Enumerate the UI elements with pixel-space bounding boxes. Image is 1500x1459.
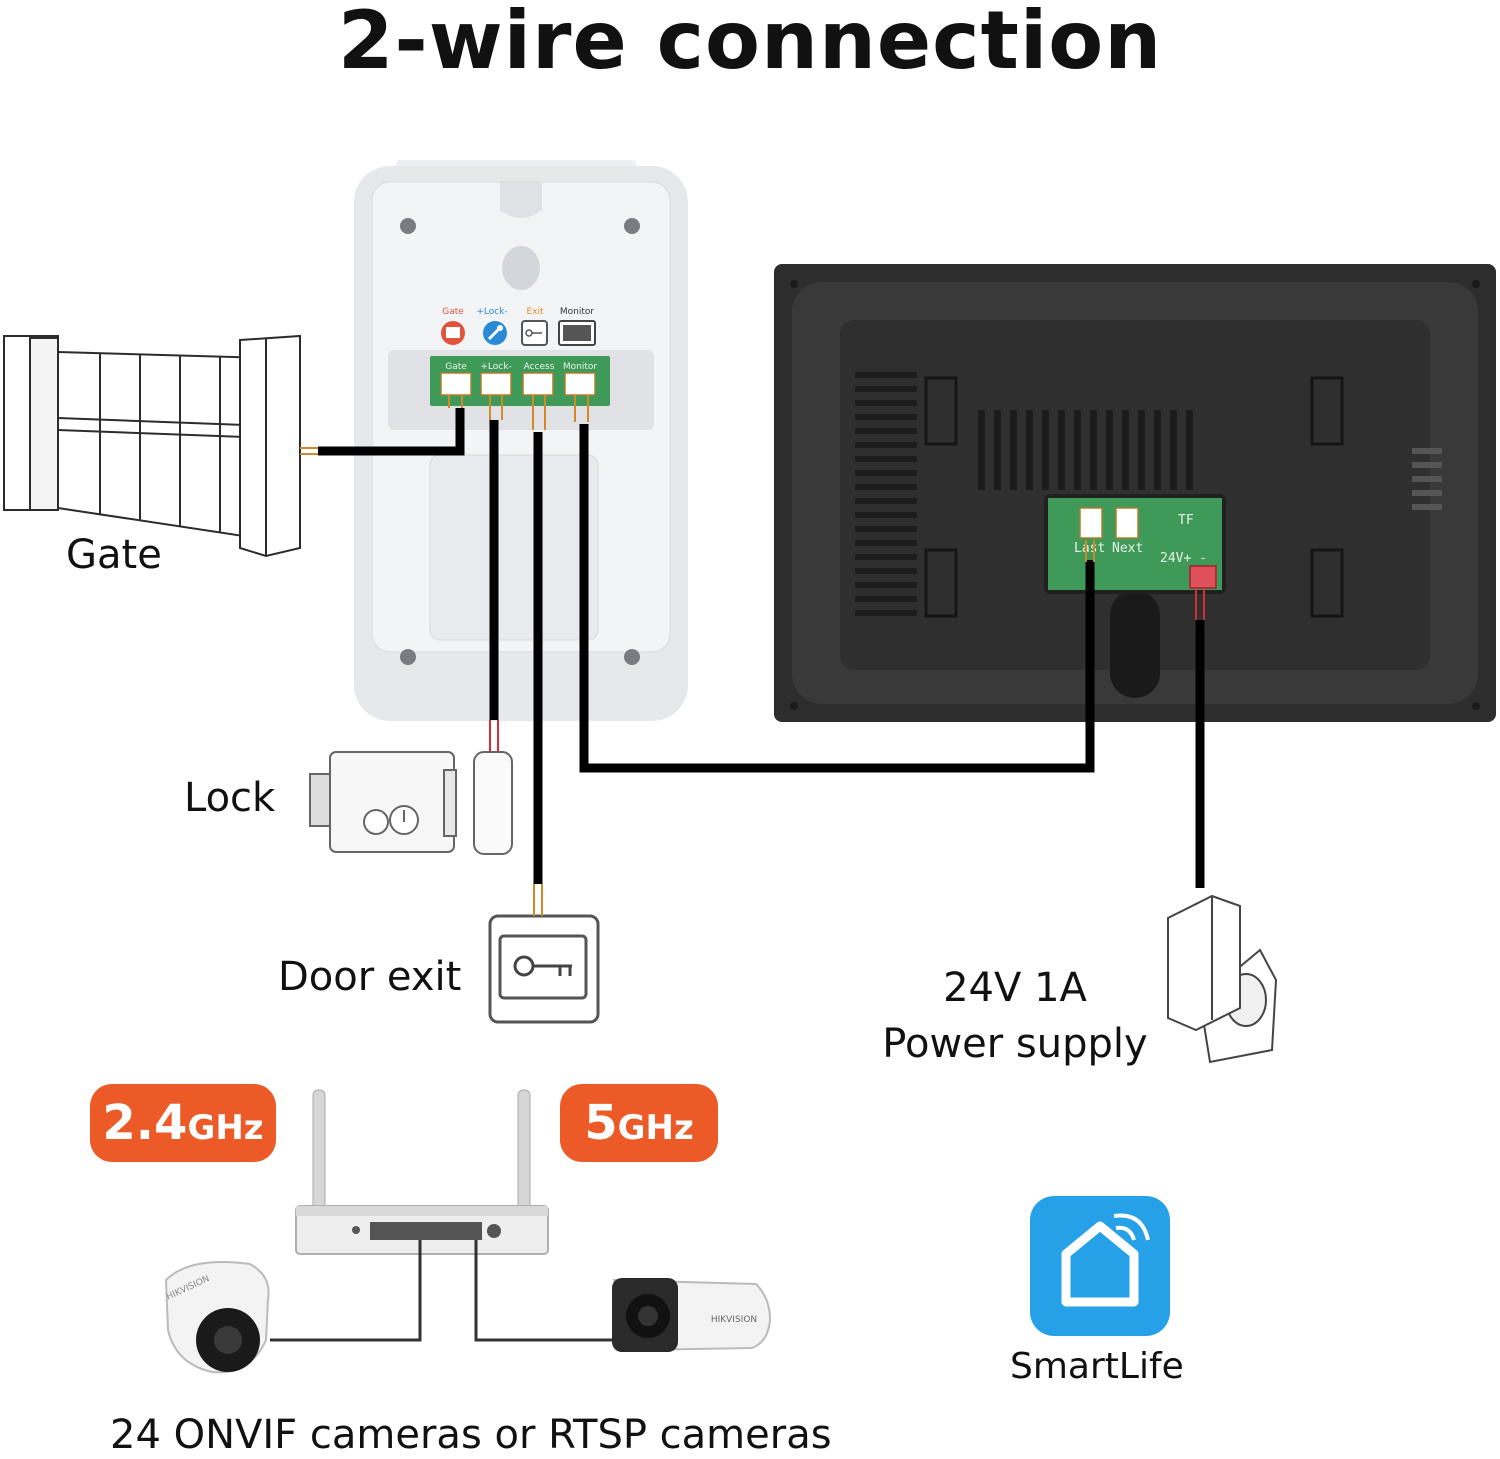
band1-unit: GHz [187, 1108, 264, 1148]
smartlife-label: SmartLife [1010, 1346, 1184, 1387]
door-exit-button [488, 914, 600, 1024]
bullet-camera-brand: HIKVISION [711, 1315, 757, 1325]
doorbell-backplate [354, 160, 688, 721]
power-voltage-text: 24V 1A [943, 965, 1087, 1011]
gate-wire [318, 408, 465, 456]
terminal-icons: Gate +Lock- Exit Monitor [441, 307, 596, 346]
router [295, 1089, 549, 1255]
band2-value: 5 [584, 1095, 618, 1151]
lock-label: Lock [184, 775, 276, 821]
band1-value: 2.4 [102, 1095, 188, 1151]
exit-terminal-label: Exit [526, 307, 544, 317]
svg-text:TF: TF [1178, 513, 1194, 528]
svg-text:Monitor: Monitor [563, 362, 598, 372]
svg-text:Next: Next [1112, 541, 1143, 556]
svg-text:Gate: Gate [445, 362, 467, 372]
gate-illustration [3, 334, 301, 558]
svg-text:24V+ -: 24V+ - [1160, 551, 1207, 566]
doorbell-terminal-board: Gate +Lock- Access Monitor [430, 356, 610, 430]
wires [318, 408, 1205, 888]
monitor-terminal-label: Monitor [560, 307, 595, 317]
power-supply-label: 24V 1A Power supply [840, 960, 1190, 1072]
svg-text:Access: Access [524, 362, 555, 372]
lock-illustration [309, 751, 513, 855]
svg-text:Last: Last [1074, 541, 1105, 556]
svg-text:+Lock-: +Lock- [480, 362, 511, 372]
monitor-terminal-board: TF Last Next 24V+ - [1044, 494, 1226, 594]
gate-label: Gate [66, 532, 162, 578]
power-supply-text: Power supply [882, 1021, 1148, 1067]
gate-terminal-label: Gate [442, 307, 464, 317]
band-2-4ghz-badge: 2.4GHz [90, 1084, 276, 1162]
power-adapter [1167, 894, 1278, 1064]
band-5ghz-badge: 5GHz [560, 1084, 718, 1162]
monitor-bus-wire [579, 424, 1095, 773]
page-title: 2-wire connection [337, 0, 1163, 87]
bullet-camera: HIKVISION [612, 1278, 772, 1352]
door-exit-label: Door exit [278, 954, 462, 1000]
smartlife-app-icon [1030, 1196, 1170, 1336]
indoor-monitor [774, 264, 1496, 722]
dome-camera: HIKVISION [164, 1261, 270, 1374]
lock-terminal-label: +Lock- [476, 307, 507, 317]
network-cables [270, 1240, 620, 1342]
cameras-label: 24 ONVIF cameras or RTSP cameras [110, 1412, 832, 1458]
band2-unit: GHz [617, 1108, 694, 1148]
